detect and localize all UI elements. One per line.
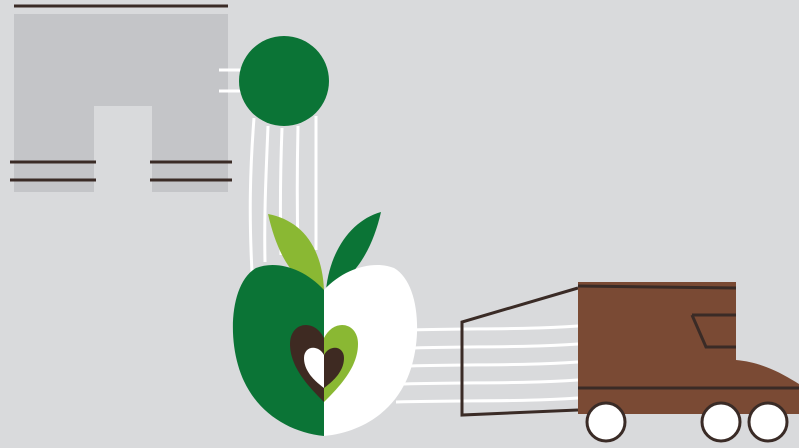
truck-wheel [702,403,740,441]
flow-lines-horizontal [396,326,578,402]
truck-icon [462,282,799,441]
truck-trailer-outline [462,288,578,415]
truck-wheel [587,403,625,441]
green-circle-icon [239,36,329,126]
building-icon [10,6,232,192]
building-body [14,14,228,192]
truck-cab [578,282,799,414]
truck-wheel [749,403,787,441]
